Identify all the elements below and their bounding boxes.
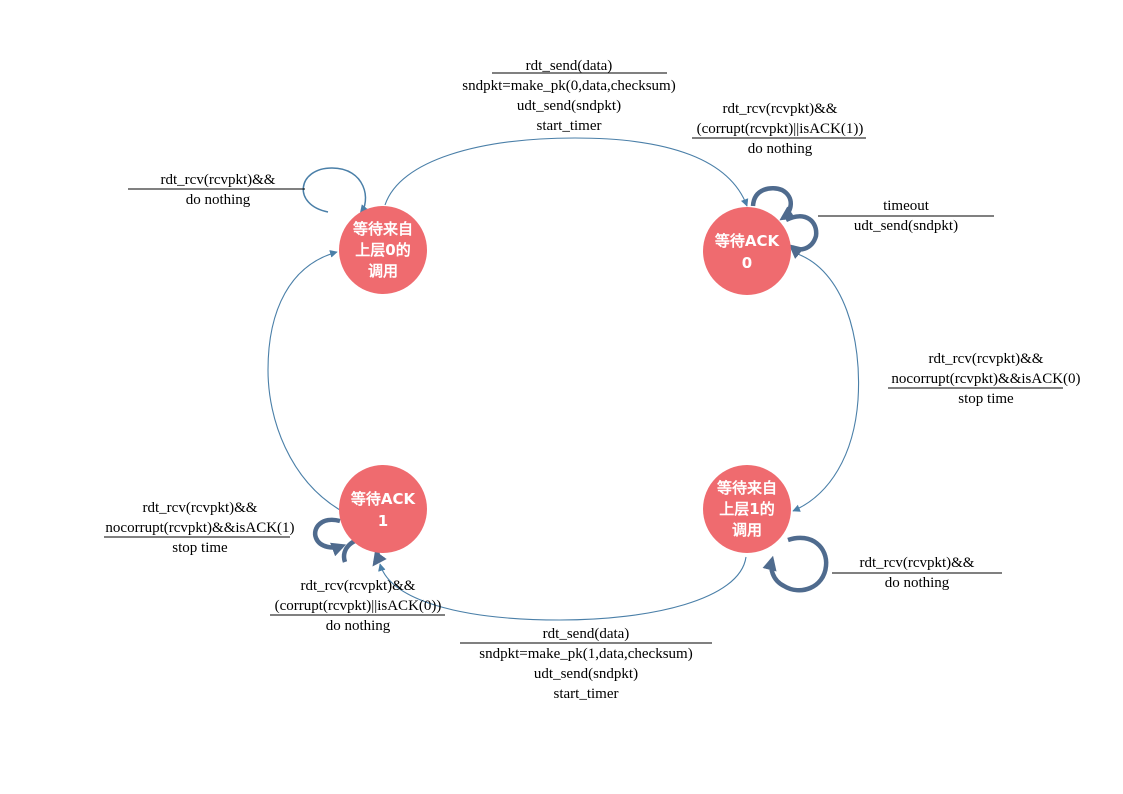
state-label-line: 调用 <box>368 262 398 280</box>
loop-ack1-ok <box>312 517 347 557</box>
transition-action: start_timer <box>537 118 602 134</box>
transition-ack1-ok: rdt_rcv(rcvpkt)&& nocorrupt(rcvpkt)&&isA… <box>104 500 295 556</box>
transition-event: nocorrupt(rcvpkt)&&isACK(1) <box>105 520 294 536</box>
transition-event: rdt_rcv(rcvpkt)&& <box>143 500 258 516</box>
state-wait-call-0: 等待来自 上层0的 调用 <box>339 206 427 294</box>
edge-ack1-to-call0 <box>267 250 341 511</box>
transition-event: rdt_send(data) <box>526 58 613 74</box>
transition-event: (corrupt(rcvpkt)||isACK(1)) <box>697 121 864 137</box>
transition-event: (corrupt(rcvpkt)||isACK(0)) <box>275 598 442 614</box>
state-wait-call-1: 等待来自 上层1的 调用 <box>703 465 791 553</box>
state-label-line: 上层1的 <box>719 500 774 518</box>
transition-event: rdt_rcv(rcvpkt)&& <box>929 351 1044 367</box>
transition-action: do nothing <box>885 575 950 591</box>
state-label-line: 调用 <box>732 521 762 539</box>
transition-call0-rcv: rdt_rcv(rcvpkt)&& do nothing <box>128 172 305 208</box>
transition-ack0-ok: rdt_rcv(rcvpkt)&& nocorrupt(rcvpkt)&&isA… <box>888 351 1081 407</box>
transition-action: do nothing <box>748 141 813 157</box>
loop-call1 <box>762 535 829 593</box>
transition-ack1-corrupt: rdt_rcv(rcvpkt)&& (corrupt(rcvpkt)||isAC… <box>270 578 445 634</box>
transition-event: rdt_rcv(rcvpkt)&& <box>723 101 838 117</box>
transition-event: rdt_rcv(rcvpkt)&& <box>860 555 975 571</box>
transition-send1: rdt_send(data) sndpkt=make_pk(1,data,che… <box>460 626 712 702</box>
transition-event: timeout <box>883 198 930 214</box>
transition-action: start_timer <box>554 686 619 702</box>
state-label-line: 0 <box>742 254 752 272</box>
transition-ack0-timeout: timeout udt_send(sndpkt) <box>818 198 994 234</box>
edge-call0-to-ack0 <box>384 137 749 207</box>
transition-action: stop time <box>172 540 228 556</box>
transition-action: do nothing <box>186 192 251 208</box>
edge-ack0-to-call1 <box>792 252 860 512</box>
transition-ack0-corrupt: rdt_rcv(rcvpkt)&& (corrupt(rcvpkt)||isAC… <box>692 101 866 157</box>
loop-ack0-corrupt <box>750 186 796 221</box>
transition-call1-rcv: rdt_rcv(rcvpkt)&& do nothing <box>832 555 1002 591</box>
state-label-line: 等待ACK <box>351 490 417 508</box>
transition-action: udt_send(sndpkt) <box>854 218 958 234</box>
transition-action: udt_send(sndpkt) <box>534 666 638 682</box>
transition-action: do nothing <box>326 618 391 634</box>
transition-event: rdt_send(data) <box>543 626 630 642</box>
state-label-line: 等待ACK <box>715 232 781 250</box>
transition-event: rdt_rcv(rcvpkt)&& <box>161 172 276 188</box>
edge-call1-to-ack1 <box>378 556 747 621</box>
loop-ack0-timeout <box>784 214 819 259</box>
state-label-line: 1 <box>378 512 388 530</box>
transition-action: stop time <box>958 391 1014 407</box>
state-wait-ack-0: 等待ACK 0 <box>703 207 791 295</box>
state-wait-ack-1: 等待ACK 1 <box>339 465 427 553</box>
state-label-line: 等待来自 <box>717 479 777 497</box>
transition-event: nocorrupt(rcvpkt)&&isACK(0) <box>891 371 1080 387</box>
transition-action: sndpkt=make_pk(0,data,checksum) <box>462 78 675 94</box>
state-label-line: 上层0的 <box>355 241 410 259</box>
state-label-line: 等待来自 <box>353 220 413 238</box>
loop-call0 <box>302 167 370 216</box>
transition-send0: rdt_send(data) sndpkt=make_pk(0,data,che… <box>462 58 675 134</box>
transition-event: rdt_rcv(rcvpkt)&& <box>301 578 416 594</box>
transition-action: sndpkt=make_pk(1,data,checksum) <box>479 646 692 662</box>
transition-action: udt_send(sndpkt) <box>517 98 621 114</box>
